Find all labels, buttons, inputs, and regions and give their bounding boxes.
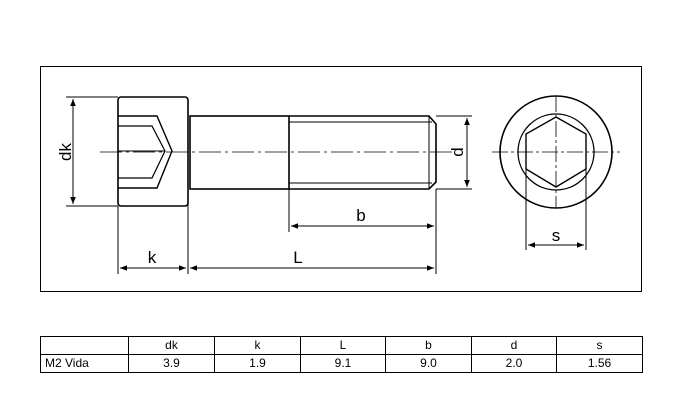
table-header-cell: b [385, 336, 472, 355]
screw-thread [289, 115, 437, 190]
dim-d [436, 115, 472, 190]
dim-k [117, 189, 189, 274]
table-header-cell: dk [128, 336, 215, 355]
screw-end-view [492, 95, 620, 209]
label-L: L [293, 248, 302, 267]
table-cell: 2.0 [471, 354, 557, 373]
table-cell: 3.9 [128, 354, 215, 373]
table-cell: 9.1 [300, 354, 386, 373]
table-header-cell: k [214, 336, 301, 355]
row-label: M2 Vida [40, 354, 129, 373]
dim-dk [66, 96, 118, 207]
table-header-row: dk k L b d s [40, 336, 643, 355]
table-header-cell [40, 336, 129, 355]
screw-shank [189, 115, 290, 190]
table-header-cell: d [471, 336, 557, 355]
label-s: s [552, 226, 561, 245]
dimension-table: dk k L b d s M2 Vida 3.9 1.9 9.1 9.0 2.0… [40, 336, 643, 373]
dim-b [288, 189, 434, 232]
label-b: b [356, 206, 365, 225]
dim-s [525, 169, 587, 250]
screw-side-view [100, 96, 452, 207]
table-header-cell: s [556, 336, 643, 355]
dim-L [190, 189, 437, 274]
hex-socket [118, 115, 173, 189]
drawing-frame [40, 66, 642, 292]
table-cell: 1.56 [556, 354, 643, 373]
table-header-cell: L [300, 336, 386, 355]
label-d: d [448, 147, 467, 156]
label-k: k [148, 248, 157, 267]
table-cell: 9.0 [385, 354, 472, 373]
screw-drawing: dk k L b d s [56, 95, 620, 274]
table-cell: 1.9 [214, 354, 301, 373]
table-row: M2 Vida 3.9 1.9 9.1 9.0 2.0 1.56 [40, 354, 643, 373]
label-dk: dk [56, 143, 75, 161]
